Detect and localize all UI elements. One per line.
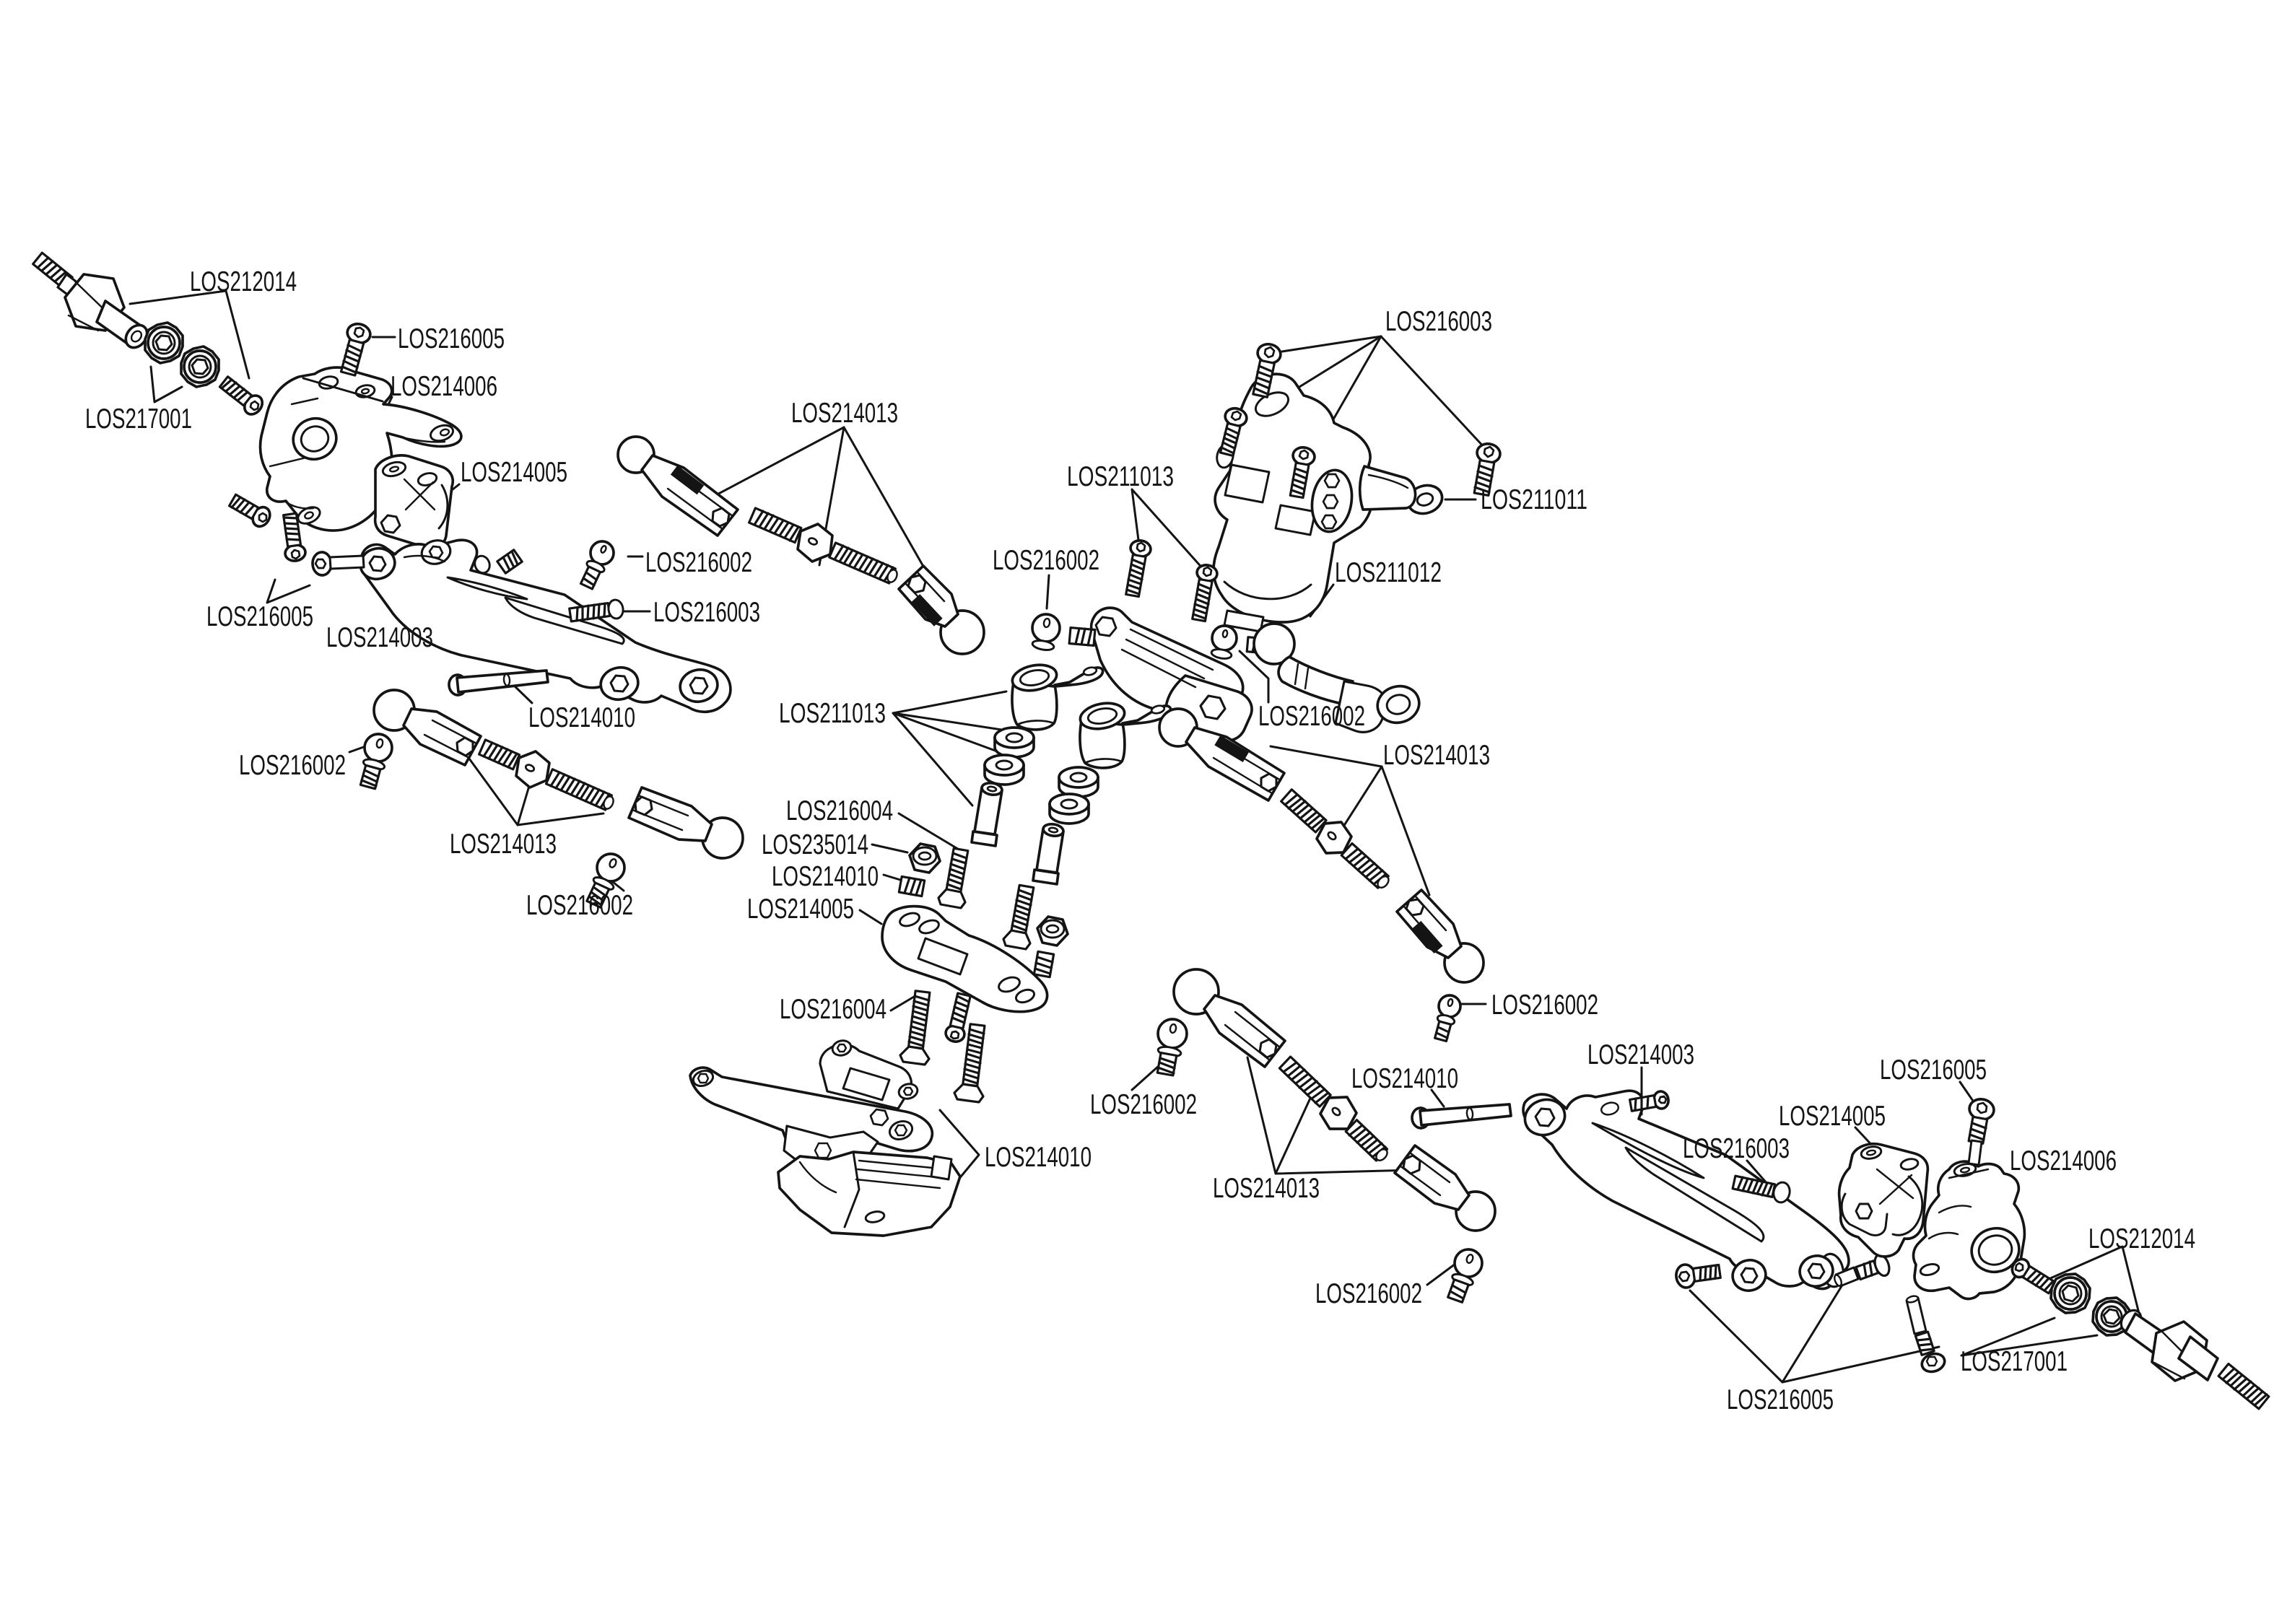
svg-text:LOS216005: LOS216005 (1727, 1384, 1834, 1415)
svg-text:LOS217001: LOS217001 (1961, 1346, 2068, 1377)
svg-text:LOS216002: LOS216002 (645, 547, 752, 578)
svg-text:LOS214003: LOS214003 (326, 622, 433, 653)
svg-text:LOS216002: LOS216002 (1090, 1089, 1197, 1120)
svg-text:LOS216005: LOS216005 (398, 323, 505, 354)
svg-text:LOS214010: LOS214010 (772, 861, 879, 892)
svg-text:LOS214013: LOS214013 (791, 398, 898, 429)
svg-text:LOS216004: LOS216004 (786, 795, 893, 826)
svg-text:LOS214013: LOS214013 (1383, 740, 1490, 771)
svg-text:LOS216002: LOS216002 (1491, 990, 1598, 1021)
svg-text:LOS216003: LOS216003 (1385, 306, 1492, 337)
svg-text:LOS211013: LOS211013 (779, 698, 886, 729)
svg-text:LOS216002: LOS216002 (526, 890, 633, 921)
svg-text:LOS216005: LOS216005 (1880, 1055, 1987, 1086)
svg-text:LOS214010: LOS214010 (1351, 1063, 1458, 1094)
svg-text:LOS214013: LOS214013 (1213, 1173, 1320, 1204)
svg-text:LOS211011: LOS211011 (1481, 484, 1587, 515)
svg-text:LOS214010: LOS214010 (985, 1142, 1092, 1173)
svg-text:LOS214005: LOS214005 (747, 894, 854, 925)
svg-text:LOS211012: LOS211012 (1335, 557, 1442, 588)
svg-text:LOS214006: LOS214006 (2010, 1145, 2117, 1176)
svg-text:LOS211013: LOS211013 (1067, 461, 1174, 492)
svg-text:LOS216002: LOS216002 (1315, 1278, 1422, 1309)
svg-text:LOS216002: LOS216002 (993, 545, 1099, 576)
svg-text:LOS216003: LOS216003 (1683, 1133, 1790, 1164)
svg-text:LOS235014: LOS235014 (762, 829, 868, 860)
svg-text:LOS214003: LOS214003 (1587, 1039, 1694, 1070)
svg-text:LOS212014: LOS212014 (2088, 1223, 2195, 1254)
svg-text:LOS216003: LOS216003 (653, 597, 760, 628)
svg-text:LOS214013: LOS214013 (450, 829, 557, 860)
svg-text:LOS214005: LOS214005 (1779, 1101, 1886, 1132)
svg-text:LOS214006: LOS214006 (391, 371, 497, 402)
svg-text:LOS212014: LOS212014 (190, 266, 297, 297)
svg-text:LOS216002: LOS216002 (1258, 701, 1365, 732)
svg-text:LOS214005: LOS214005 (461, 457, 567, 488)
svg-text:LOS216005: LOS216005 (206, 601, 313, 632)
svg-text:LOS214010: LOS214010 (528, 702, 635, 733)
svg-text:LOS216002: LOS216002 (239, 750, 346, 781)
svg-text:LOS217001: LOS217001 (85, 403, 192, 435)
svg-text:LOS216004: LOS216004 (780, 994, 886, 1025)
